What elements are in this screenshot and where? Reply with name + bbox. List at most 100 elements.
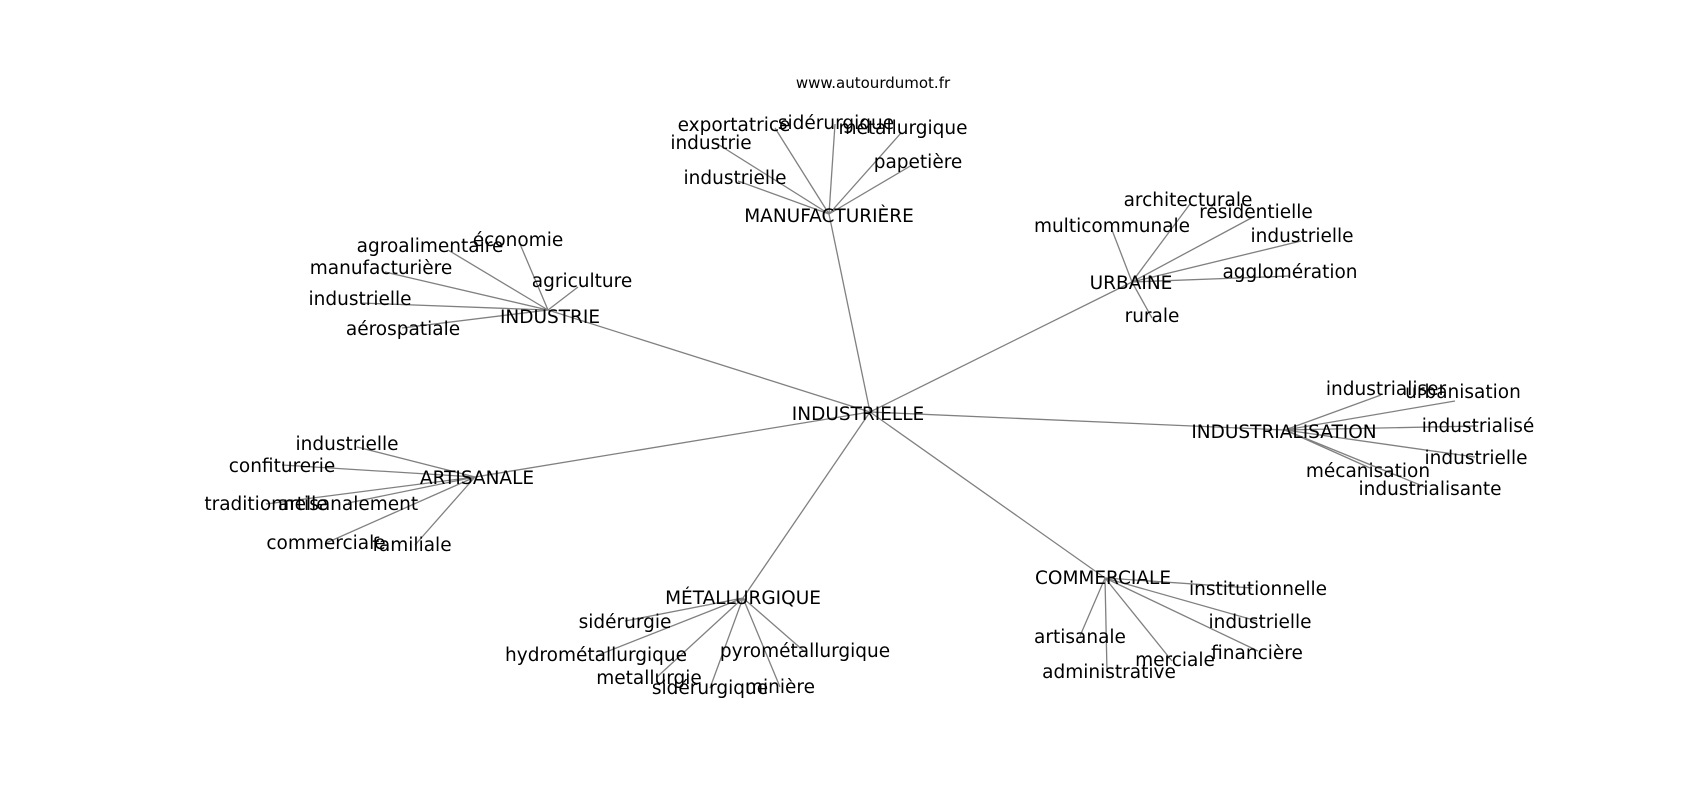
- leaf-word[interactable]: résidentielle: [1199, 202, 1313, 223]
- leaf-word[interactable]: familiale: [372, 535, 451, 556]
- leaf-word[interactable]: agroalimentaire: [357, 236, 504, 257]
- leaf-word[interactable]: metallurgie: [596, 668, 702, 689]
- edge-artisanale-leaf: [347, 476, 476, 504]
- leaf-word[interactable]: commerciale: [266, 533, 385, 554]
- edge-urbaine-leaf: [1131, 281, 1153, 319]
- leaf-word[interactable]: industrielle: [308, 289, 411, 310]
- leaf-word[interactable]: métallurgique: [838, 118, 967, 139]
- edge-urbaine-leaf: [1111, 229, 1133, 283]
- edge-manufacturiere-leaf: [737, 180, 830, 215]
- edge-center-artisanale: [474, 411, 871, 478]
- edge-artisanale-leaf: [265, 476, 476, 505]
- edge-industrialisation-leaf: [1284, 425, 1479, 431]
- leaf-word[interactable]: industrialiser: [1326, 379, 1447, 400]
- leaf-word[interactable]: industrielle: [1208, 612, 1311, 633]
- center-word[interactable]: INDUSTRIELLE: [792, 404, 924, 425]
- graph-edges: [265, 123, 1479, 689]
- edge-urbaine-leaf: [1131, 240, 1302, 283]
- edge-industrie-leaf: [401, 309, 549, 329]
- hub-word-manufacturiere[interactable]: MANUFACTURIÈRE: [744, 205, 914, 227]
- edge-center-urbaine: [869, 281, 1133, 413]
- leaf-word[interactable]: agglomération: [1222, 262, 1357, 283]
- edge-artisanale-leaf: [356, 446, 476, 478]
- leaf-word[interactable]: mécanisation: [1306, 461, 1430, 482]
- leaf-word[interactable]: économie: [473, 230, 563, 251]
- edge-center-manufacturiere: [828, 213, 871, 413]
- edge-commerciale-leaf: [1104, 577, 1253, 589]
- edge-industrie-leaf: [447, 249, 549, 311]
- edge-industrialisation-leaf: [1284, 394, 1382, 431]
- leaf-word[interactable]: institutionnelle: [1189, 579, 1327, 600]
- edge-commerciale-leaf: [1104, 577, 1259, 652]
- hub-word-metallurgique[interactable]: MÉTALLURGIQUE: [665, 587, 821, 609]
- edge-metallurgique-leaf: [709, 597, 744, 689]
- edge-center-metallurgique: [742, 411, 871, 599]
- edge-commerciale-leaf: [1079, 577, 1106, 637]
- leaf-word[interactable]: administrative: [1042, 662, 1176, 683]
- hub-word-urbaine[interactable]: URBAINE: [1090, 273, 1173, 294]
- leaf-word[interactable]: architecturale: [1124, 190, 1253, 211]
- edge-commerciale-leaf: [1104, 577, 1258, 622]
- edge-center-industrie: [547, 309, 871, 413]
- edge-industrialisation-leaf: [1284, 429, 1426, 488]
- leaf-word[interactable]: industrielle: [1424, 448, 1527, 469]
- leaf-word[interactable]: sidérurgique: [652, 678, 768, 699]
- leaf-word[interactable]: artisanalement: [278, 494, 418, 515]
- leaf-word[interactable]: industrie: [670, 133, 751, 154]
- edge-commerciale-leaf: [1104, 577, 1108, 673]
- edge-manufacturiere-leaf: [828, 123, 836, 215]
- edge-metallurgique-leaf: [742, 597, 806, 653]
- leaf-word[interactable]: rurale: [1125, 306, 1180, 327]
- hub-word-commerciale[interactable]: COMMERCIALE: [1035, 568, 1171, 589]
- leaf-word[interactable]: sidérurgique: [778, 113, 894, 134]
- leaf-word[interactable]: traditionnelle: [204, 494, 327, 515]
- edge-urbaine-leaf: [1131, 215, 1256, 283]
- leaf-word[interactable]: minière: [745, 677, 815, 698]
- edge-industrialisation-leaf: [1284, 429, 1476, 458]
- leaf-word[interactable]: sidérurgie: [579, 612, 672, 633]
- leaf-word[interactable]: financière: [1211, 643, 1303, 664]
- edge-commerciale-leaf: [1104, 577, 1173, 662]
- leaf-word[interactable]: industrialisé: [1422, 416, 1535, 437]
- leaf-word[interactable]: aérospatiale: [346, 319, 460, 340]
- leaf-word[interactable]: manufacturière: [310, 258, 453, 279]
- edge-urbaine-leaf: [1131, 203, 1191, 283]
- leaf-word[interactable]: confiturerie: [229, 456, 336, 477]
- leaf-word[interactable]: merciale: [1135, 650, 1215, 671]
- edge-urbaine-leaf: [1131, 275, 1291, 283]
- leaf-word[interactable]: papetière: [874, 152, 963, 173]
- leaf-word[interactable]: hydrométallurgique: [505, 645, 687, 666]
- leaf-word[interactable]: agriculture: [532, 271, 632, 292]
- leaf-word[interactable]: pyrométallurgique: [720, 641, 890, 662]
- edge-industrie-leaf: [547, 286, 579, 311]
- edge-manufacturiere-leaf: [828, 164, 913, 215]
- edge-center-commerciale: [869, 411, 1106, 579]
- leaf-word[interactable]: multicommunale: [1034, 216, 1190, 237]
- edge-artisanale-leaf: [414, 476, 476, 546]
- hub-word-artisanale[interactable]: ARTISANALE: [420, 468, 534, 489]
- edge-industrie-leaf: [359, 302, 549, 311]
- edge-industrialisation-leaf: [1284, 400, 1456, 431]
- leaf-word[interactable]: artisanale: [1034, 627, 1126, 648]
- leaf-word[interactable]: industrialisante: [1359, 479, 1502, 500]
- edge-metallurgique-leaf: [656, 597, 744, 678]
- edge-metallurgique-leaf: [742, 597, 781, 688]
- edge-manufacturiere-leaf: [828, 132, 902, 215]
- leaf-word[interactable]: exportatrice: [678, 115, 791, 136]
- edge-industrie-leaf: [519, 243, 549, 311]
- edge-artisanale-leaf: [281, 464, 476, 478]
- site-watermark: www.autourdumot.fr: [796, 74, 951, 92]
- hub-word-industrialisation[interactable]: INDUSTRIALISATION: [1191, 422, 1376, 443]
- graph-labels: www.autourdumot.fr INDUSTRIELLE MANUFACTU…: [204, 74, 1534, 699]
- edge-metallurgique-leaf: [595, 597, 744, 657]
- leaf-word[interactable]: urbanisation: [1405, 382, 1521, 403]
- edge-center-industrialisation: [869, 411, 1286, 431]
- edge-metallurgique-leaf: [624, 597, 744, 622]
- edge-artisanale-leaf: [325, 476, 476, 544]
- edge-industrie-leaf: [384, 271, 549, 311]
- hub-word-industrie[interactable]: INDUSTRIE: [500, 307, 600, 328]
- leaf-word[interactable]: industrielle: [295, 434, 398, 455]
- leaf-word[interactable]: industrielle: [683, 168, 786, 189]
- leaf-word[interactable]: industrielle: [1250, 226, 1353, 247]
